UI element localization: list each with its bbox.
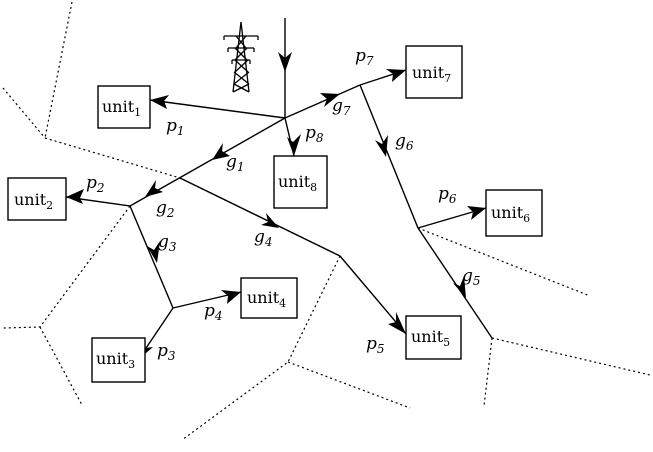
label-p5: p5	[366, 334, 385, 356]
label-g3: g3	[158, 232, 177, 254]
region-boundary	[417, 227, 591, 297]
arrowhead	[386, 69, 406, 82]
arrowhead	[467, 206, 486, 220]
unit-box-6: unit6	[485, 189, 543, 237]
arrowhead	[212, 143, 230, 160]
edge-g3	[129, 205, 174, 309]
unit-box-1: unit1	[97, 85, 151, 129]
arrowheads	[66, 52, 486, 360]
unit-label-8: unit8	[278, 172, 317, 194]
edge-labels: p1 p2 p3 p4 p5 p6 p7 p8 g1 g2 g3 g4 g5 g…	[86, 46, 481, 363]
arrowhead	[375, 135, 388, 157]
unit-box-5: unit5	[405, 315, 462, 360]
arrowhead	[388, 312, 406, 334]
label-p7: p7	[355, 46, 374, 68]
unit-box-frame	[97, 85, 151, 129]
label-p1: p1	[166, 116, 185, 138]
arrowhead	[287, 134, 301, 156]
region-boundary	[491, 337, 651, 376]
label-p3: p3	[157, 341, 176, 363]
unit-label-7: unit7	[412, 63, 451, 85]
label-p4: p4	[204, 301, 223, 323]
unit-box-3: unit3	[91, 337, 146, 383]
label-p8: p8	[305, 123, 324, 145]
arrowhead	[145, 180, 163, 197]
arrowhead	[150, 95, 169, 109]
edge-p1	[149, 99, 286, 119]
region-boundary	[287, 361, 411, 409]
edge-g6	[359, 84, 419, 229]
unit-box-2: unit2	[7, 177, 67, 221]
arrowhead	[320, 93, 340, 107]
arrowhead	[66, 189, 84, 204]
arrowhead	[453, 276, 466, 298]
unit-box-frame	[485, 189, 543, 237]
unit-box-frame	[405, 45, 463, 99]
region-boundary	[181, 255, 341, 441]
edge-g7	[284, 84, 361, 119]
edge-g5	[417, 227, 493, 339]
label-g7: g7	[332, 96, 351, 118]
arrowhead	[278, 52, 292, 72]
unit-label-3: unit3	[96, 349, 135, 371]
label-p6: p6	[438, 184, 457, 206]
unit-box-frame	[7, 177, 67, 221]
arrowhead	[221, 290, 241, 304]
unit-label-2: unit2	[14, 190, 53, 212]
label-g2: g2	[156, 198, 175, 220]
region-boundary	[2, 205, 131, 329]
unit-box-frame	[91, 337, 146, 383]
unit-label-1: unit1	[102, 97, 141, 119]
label-g4: g4	[254, 227, 273, 249]
unit-box-frame	[273, 155, 328, 209]
unit-box-8: unit8	[273, 155, 328, 209]
edge-g4	[179, 177, 341, 257]
label-g6: g6	[395, 131, 414, 153]
edge-p5	[339, 255, 407, 335]
unit-box-frame	[240, 277, 298, 319]
arrowhead	[261, 213, 279, 228]
unit-label-5: unit5	[411, 327, 450, 349]
label-g5: g5	[462, 266, 481, 288]
unit-box-7: unit7	[405, 45, 463, 99]
region-boundary	[44, 1, 73, 139]
unit-label-4: unit4	[247, 288, 286, 310]
arrowhead	[147, 241, 160, 263]
label-p2: p2	[86, 173, 105, 195]
region-boundary	[39, 326, 83, 406]
region-boundary	[2, 87, 46, 139]
label-g1: g1	[226, 152, 245, 174]
unit-box-frame	[405, 315, 462, 360]
region-boundary	[483, 337, 493, 407]
transmission-tower-icon	[223, 21, 259, 93]
unit-label-6: unit6	[491, 203, 530, 225]
unit-box-4: unit4	[240, 277, 298, 319]
